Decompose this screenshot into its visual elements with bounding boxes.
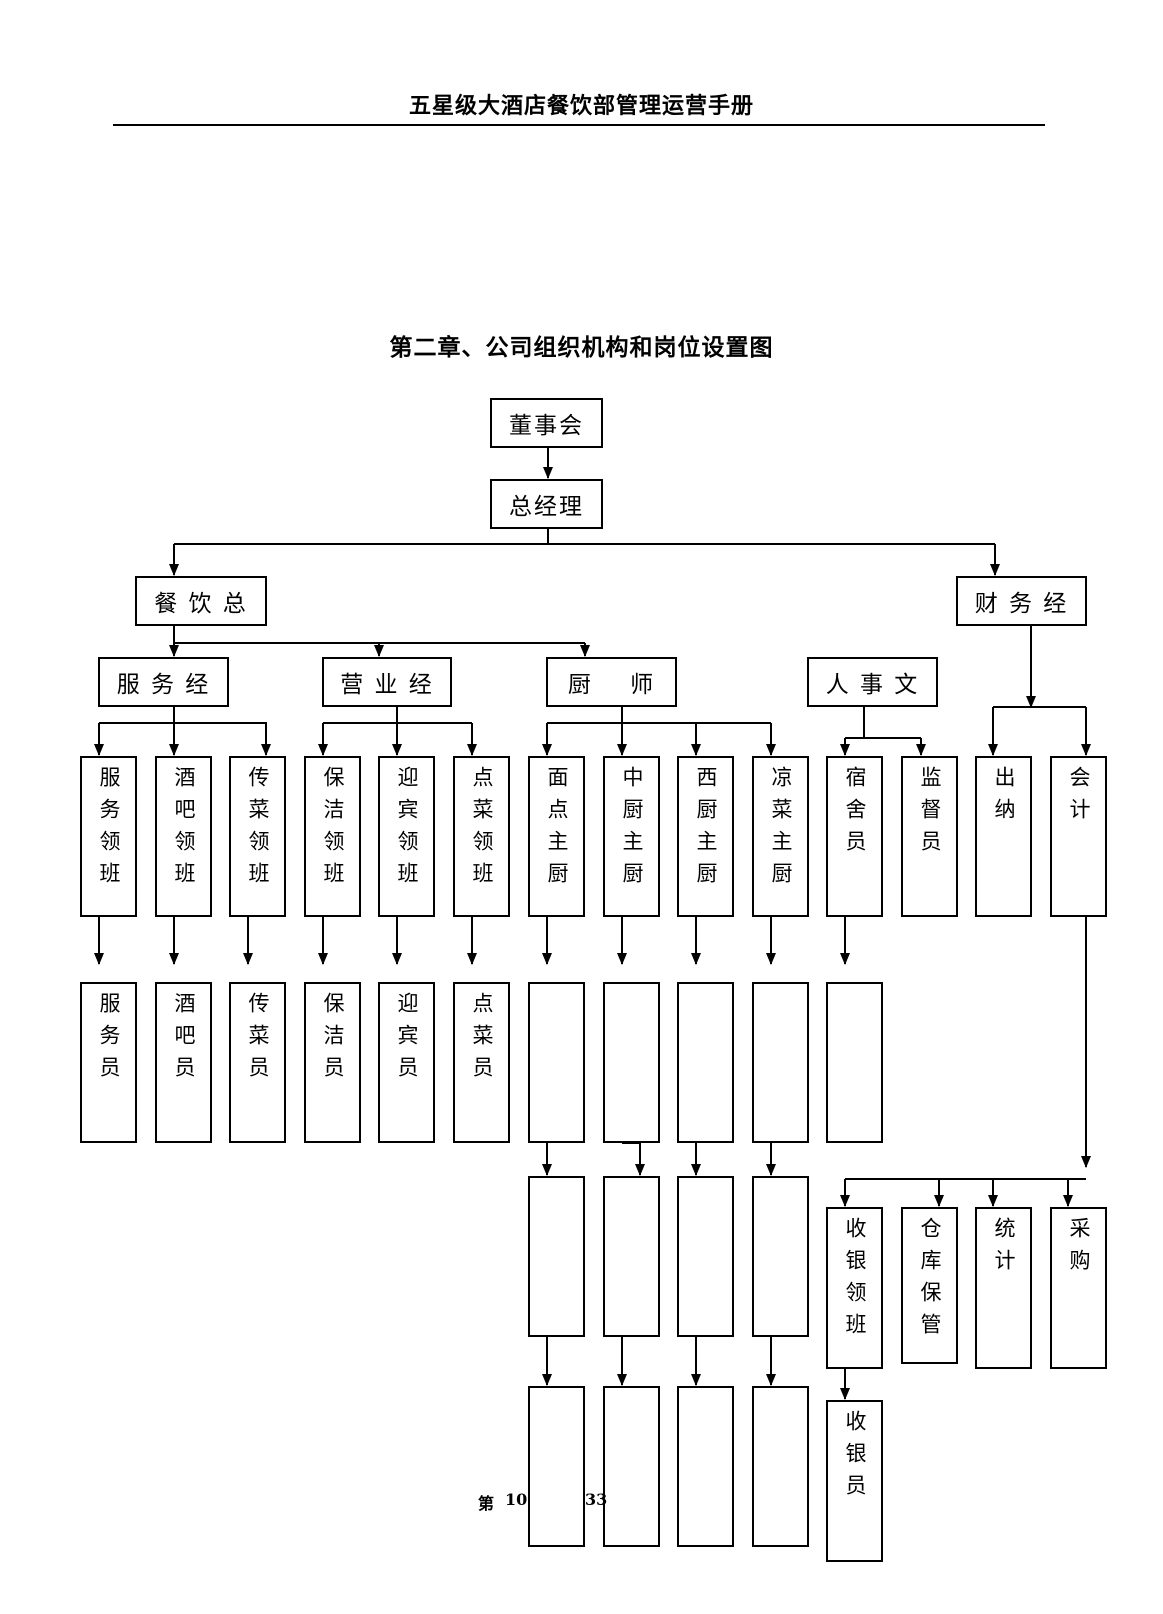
page-title: 第二章、公司组织机构和岗位设置图 bbox=[389, 334, 774, 361]
service-manager-label: 服 务 经 bbox=[116, 672, 211, 698]
sales-manager-label: 营 业 经 bbox=[340, 672, 434, 698]
service-staff-box: 服务员 bbox=[80, 982, 137, 1143]
gm-label: 总经理 bbox=[509, 494, 584, 520]
hr-label: 人 事 文 bbox=[825, 672, 920, 698]
order-staff-label: 点菜员 bbox=[470, 992, 494, 1088]
cashier-lead-label: 收银领班 bbox=[843, 1217, 867, 1345]
accountant-label: 会计 bbox=[1067, 766, 1091, 830]
order-staff-box: 点菜员 bbox=[453, 982, 510, 1143]
statistics-label: 统计 bbox=[992, 1217, 1016, 1281]
cashier-lead-box: 收银领班 bbox=[826, 1207, 883, 1369]
chinese-chef-label: 中厨主厨 bbox=[620, 766, 644, 894]
bar-staff-box: 酒吧员 bbox=[155, 982, 212, 1143]
accountant-box: 会计 bbox=[1050, 756, 1107, 917]
kitchen-chain-box bbox=[677, 1176, 734, 1337]
hr-box: 人 事 文 bbox=[807, 657, 938, 707]
cleaning-lead-label: 保洁领班 bbox=[321, 766, 345, 894]
board-label: 董事会 bbox=[509, 413, 584, 439]
finance-manager-box: 财 务 经 bbox=[956, 576, 1087, 626]
cashier-staff-box: 收银员 bbox=[826, 1400, 883, 1562]
cold-chef-box: 凉菜主厨 bbox=[752, 756, 809, 917]
kitchen-chain-box bbox=[528, 1386, 585, 1547]
cashier-staff-label: 收银员 bbox=[843, 1410, 867, 1506]
greeter-lead-label: 迎宾领班 bbox=[395, 766, 419, 894]
pastry-chef-box: 面点主厨 bbox=[528, 756, 585, 917]
kitchen-chain-box bbox=[528, 1176, 585, 1337]
cold-kitchen-staff-box bbox=[752, 982, 809, 1143]
western-chef-box: 西厨主厨 bbox=[677, 756, 734, 917]
header-rule bbox=[113, 124, 1045, 126]
warehouse-box: 仓库保管 bbox=[901, 1207, 958, 1364]
cleaning-lead-box: 保洁领班 bbox=[304, 756, 361, 917]
supervisor-label: 监督员 bbox=[918, 766, 942, 862]
sales-manager-box: 营 业 经 bbox=[322, 657, 452, 707]
footer-total: 33 bbox=[585, 1490, 608, 1509]
bar-staff-label: 酒吧员 bbox=[172, 992, 196, 1088]
dorm-sub-box bbox=[826, 982, 883, 1143]
chinese-chef-box: 中厨主厨 bbox=[603, 756, 660, 917]
chef-label: 厨 师 bbox=[567, 672, 656, 698]
chinese-kitchen-staff-box bbox=[603, 982, 660, 1143]
cold-chef-label: 凉菜主厨 bbox=[769, 766, 793, 894]
purchasing-box: 采购 bbox=[1050, 1207, 1107, 1369]
kitchen-chain-box bbox=[752, 1176, 809, 1337]
supervisor-box: 监督员 bbox=[901, 756, 958, 917]
service-manager-box: 服 务 经 bbox=[98, 657, 229, 707]
order-lead-box: 点菜领班 bbox=[453, 756, 510, 917]
dorm-staff-label: 宿舍员 bbox=[843, 766, 867, 862]
runner-staff-box: 传菜员 bbox=[229, 982, 286, 1143]
greeter-staff-box: 迎宾员 bbox=[378, 982, 435, 1143]
finance-manager-label: 财 务 经 bbox=[974, 591, 1069, 617]
cashier-label: 出纳 bbox=[992, 766, 1016, 830]
dorm-staff-box: 宿舍员 bbox=[826, 756, 883, 917]
runner-staff-label: 传菜员 bbox=[246, 992, 270, 1088]
order-lead-label: 点菜领班 bbox=[470, 766, 494, 894]
kitchen-chain-box bbox=[677, 1386, 734, 1547]
western-chef-label: 西厨主厨 bbox=[694, 766, 718, 894]
service-staff-label: 服务员 bbox=[97, 992, 121, 1088]
statistics-box: 统计 bbox=[975, 1207, 1032, 1369]
greeter-lead-box: 迎宾领班 bbox=[378, 756, 435, 917]
greeter-staff-label: 迎宾员 bbox=[395, 992, 419, 1088]
purchasing-label: 采购 bbox=[1067, 1217, 1091, 1281]
document-header: 五星级大酒店餐饮部管理运营手册 bbox=[408, 93, 754, 119]
kitchen-chain-box bbox=[603, 1386, 660, 1547]
pastry-chef-label: 面点主厨 bbox=[545, 766, 569, 894]
board-box: 董事会 bbox=[490, 398, 603, 448]
runner-lead-label: 传菜领班 bbox=[246, 766, 270, 894]
cleaning-staff-label: 保洁员 bbox=[321, 992, 345, 1088]
kitchen-chain-box bbox=[752, 1386, 809, 1547]
chef-box: 厨 师 bbox=[546, 657, 677, 707]
footer-page: 10 bbox=[505, 1490, 528, 1509]
kitchen-chain-box bbox=[603, 1176, 660, 1337]
western-kitchen-staff-box bbox=[677, 982, 734, 1143]
runner-lead-box: 传菜领班 bbox=[229, 756, 286, 917]
fnb-director-box: 餐 饮 总 bbox=[135, 576, 267, 626]
fnb-director-label: 餐 饮 总 bbox=[154, 591, 248, 617]
cleaning-staff-box: 保洁员 bbox=[304, 982, 361, 1143]
service-lead-label: 服务领班 bbox=[97, 766, 121, 894]
footer-prefix: 第 bbox=[478, 1494, 495, 1513]
service-lead-box: 服务领班 bbox=[80, 756, 137, 917]
cashier-box: 出纳 bbox=[975, 756, 1032, 917]
warehouse-label: 仓库保管 bbox=[918, 1217, 942, 1345]
general-manager-box: 总经理 bbox=[490, 479, 603, 529]
pastry-staff-box bbox=[528, 982, 585, 1143]
bar-lead-label: 酒吧领班 bbox=[172, 766, 196, 894]
bar-lead-box: 酒吧领班 bbox=[155, 756, 212, 917]
